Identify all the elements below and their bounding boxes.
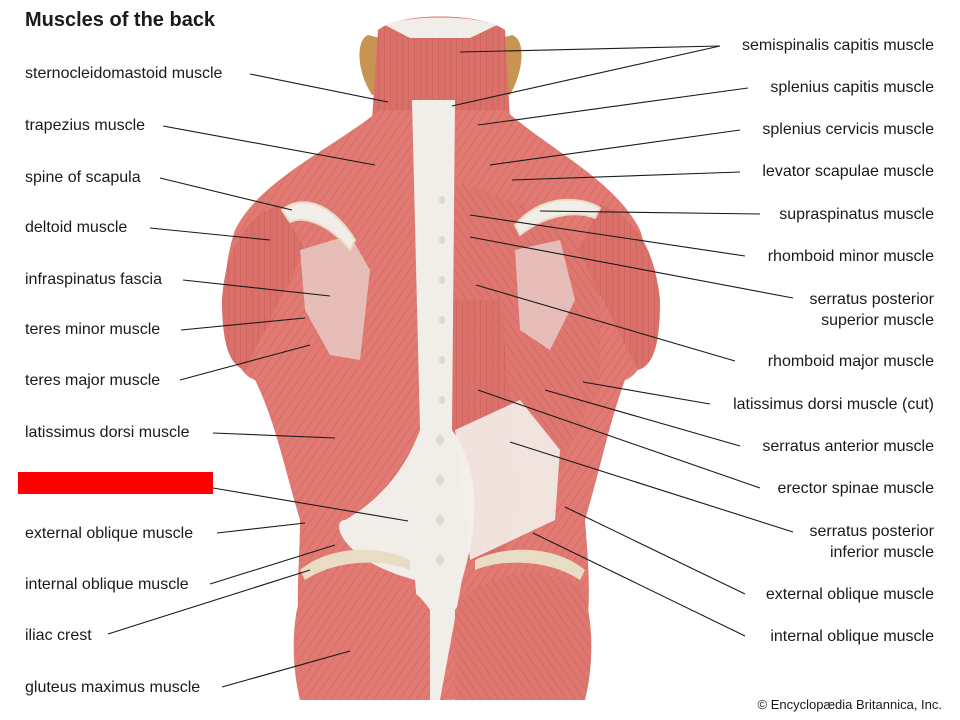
label-serratus-posterior-superior-2: superior muscle [821, 310, 934, 331]
label-teres-minor: teres minor muscle [25, 319, 160, 340]
label-external-oblique-left: external oblique muscle [25, 523, 193, 544]
label-erector-spinae: erector spinae muscle [777, 478, 934, 499]
label-serratus-posterior-superior-1: serratus posterior [810, 289, 935, 310]
label-serratus-posterior-inferior-2: inferior muscle [830, 542, 934, 563]
gluteus-left [294, 574, 430, 700]
gluteus-right [455, 574, 591, 700]
label-supraspinatus: supraspinatus muscle [779, 204, 934, 225]
label-splenius-capitis: splenius capitis muscle [770, 77, 934, 98]
label-splenius-cervicis: splenius cervicis muscle [762, 119, 934, 140]
label-levator-scapulae: levator scapulae muscle [762, 161, 934, 182]
label-rhomboid-major: rhomboid major muscle [768, 351, 934, 372]
label-teres-major: teres major muscle [25, 370, 160, 391]
label-semispinalis-capitis: semispinalis capitis muscle [742, 35, 934, 56]
copyright-credit: © Encyclopædia Britannica, Inc. [758, 697, 942, 712]
label-gluteus-maximus: gluteus maximus muscle [25, 677, 200, 698]
label-latissimus-dorsi-cut: latissimus dorsi muscle (cut) [733, 394, 934, 415]
label-infraspinatus-fascia: infraspinatus fascia [25, 269, 162, 290]
label-internal-oblique-left: internal oblique muscle [25, 574, 189, 595]
label-deltoid: deltoid muscle [25, 217, 127, 238]
label-serratus-posterior-inferior-1: serratus posterior [810, 521, 935, 542]
label-sternocleidomastoid: sternocleidomastoid muscle [25, 63, 222, 84]
label-trapezius: trapezius muscle [25, 115, 145, 136]
label-latissimus-dorsi: latissimus dorsi muscle [25, 422, 189, 443]
diagram-title: Muscles of the back [25, 9, 215, 32]
label-internal-oblique-right: internal oblique muscle [770, 626, 934, 647]
redacted-label-box [18, 472, 213, 494]
label-rhomboid-minor: rhomboid minor muscle [768, 246, 934, 267]
label-external-oblique-right: external oblique muscle [766, 584, 934, 605]
label-spine-of-scapula: spine of scapula [25, 167, 141, 188]
label-serratus-anterior: serratus anterior muscle [762, 436, 934, 457]
label-iliac-crest: iliac crest [25, 625, 92, 646]
